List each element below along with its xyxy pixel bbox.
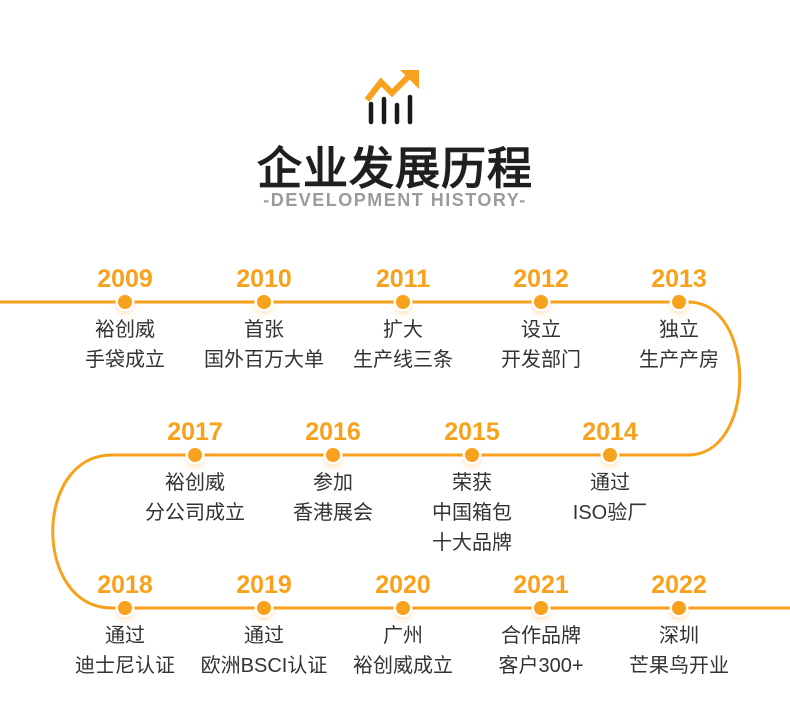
timeline-dot-icon xyxy=(396,295,410,309)
milestone-year: 2021 xyxy=(513,571,569,599)
timeline-dot-icon xyxy=(465,448,479,462)
timeline-dot-icon xyxy=(672,601,686,615)
timeline-dot-icon xyxy=(603,448,617,462)
timeline-dot-icon xyxy=(534,601,548,615)
milestone-year: 2016 xyxy=(305,418,361,446)
milestone-year: 2013 xyxy=(651,265,707,293)
milestone-year: 2019 xyxy=(236,571,292,599)
milestone-year: 2022 xyxy=(651,571,707,599)
timeline-dot-icon xyxy=(396,601,410,615)
timeline-dot-icon xyxy=(257,295,271,309)
milestone-description: 荣获 中国箱包 十大品牌 xyxy=(432,472,512,554)
milestone-year: 2018 xyxy=(97,571,153,599)
milestone-year: 2011 xyxy=(375,265,431,293)
milestone-description: 裕创威 手袋成立 xyxy=(85,319,165,371)
milestone-description: 扩大 生产线三条 xyxy=(353,319,453,371)
milestone-description: 独立 生产产房 xyxy=(639,319,719,371)
milestone-description: 参加 香港展会 xyxy=(293,472,373,524)
milestone-description: 设立 开发部门 xyxy=(501,319,581,371)
timeline-dot-icon xyxy=(672,295,686,309)
milestone-description: 合作品牌 客户300+ xyxy=(498,625,584,677)
milestone-description: 深圳 芒果鸟开业 xyxy=(629,625,729,677)
milestone-year: 2010 xyxy=(236,265,292,293)
milestone-description: 裕创威 分公司成立 xyxy=(145,472,245,524)
milestone-description: 通过 ISO验厂 xyxy=(572,472,648,524)
page-title: 企业发展历程 xyxy=(256,143,533,194)
timeline-dot-icon xyxy=(257,601,271,615)
milestone-year: 2017 xyxy=(167,418,223,446)
timeline-dot-icon xyxy=(326,448,340,462)
milestone-description: 通过 迪士尼认证 xyxy=(75,625,175,677)
milestone-description: 首张 国外百万大单 xyxy=(204,319,324,371)
milestone-year: 2015 xyxy=(444,418,500,446)
milestone-description: 通过 欧洲BSCI认证 xyxy=(200,625,328,677)
milestone-year: 2012 xyxy=(513,265,569,293)
page-subtitle: -DEVELOPMENT HISTORY- xyxy=(263,190,527,210)
timeline-dot-icon xyxy=(534,295,548,309)
milestone-year: 2009 xyxy=(97,265,153,293)
timeline-dot-icon xyxy=(118,601,132,615)
milestone-year: 2014 xyxy=(582,418,638,446)
growth-chart-icon xyxy=(364,70,419,125)
timeline-dot-icon xyxy=(188,448,202,462)
milestone-description: 广州 裕创威成立 xyxy=(353,625,453,677)
timeline-dot-icon xyxy=(118,295,132,309)
milestone-year: 2020 xyxy=(375,571,431,599)
